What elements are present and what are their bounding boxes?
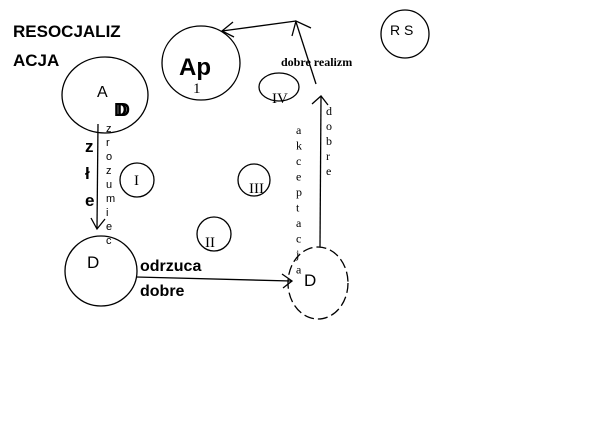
circle-a <box>61 56 149 134</box>
akceptacja-letter: c <box>296 154 301 168</box>
circle-d-right <box>287 246 349 320</box>
label-dobre-vertical: dobre <box>326 104 332 178</box>
label-dobre: dobre <box>140 283 185 300</box>
zrozumienie-letter: c <box>106 235 112 247</box>
label-zle-vertical: złe <box>85 137 94 210</box>
arrow-top-to-ap <box>221 20 297 32</box>
akceptacja-letter: e <box>296 170 301 184</box>
zrozumienie-letter: r <box>106 137 110 149</box>
akceptacja-letter: j <box>295 247 299 261</box>
label-iii: III <box>249 181 264 197</box>
zle-letter: ł <box>85 164 90 183</box>
circle-ii <box>196 216 232 252</box>
label-i: I <box>134 173 139 189</box>
arrow-a-to-d-head <box>90 217 106 231</box>
circle-iii <box>237 163 271 197</box>
dobre-letter: o <box>326 119 332 133</box>
zle-letter: e <box>85 191 94 210</box>
label-dobre-realizm: dobre realizm <box>281 55 352 69</box>
arrow-d-to-d-head <box>281 273 294 289</box>
dobre-letter: b <box>326 134 332 148</box>
zle-letter: z <box>85 137 94 156</box>
label-ap-sub: 1 <box>193 81 201 97</box>
arrow-top-to-ap-head <box>220 21 235 38</box>
circle-rs <box>380 9 430 59</box>
label-d-right: D <box>304 271 316 290</box>
label-d-left: D <box>87 253 99 272</box>
circle-iv <box>258 72 300 102</box>
dobre-letter: d <box>326 104 332 118</box>
label-ap: Ap <box>179 54 211 81</box>
arrow-d-up-head <box>311 95 329 106</box>
akceptacja-letter: c <box>296 232 301 246</box>
arrow-d-to-d <box>135 276 292 282</box>
title-line2: ACJA <box>13 51 59 70</box>
dobre-letter: r <box>326 149 330 163</box>
akceptacja-letter: t <box>296 201 300 215</box>
title-line1: RESOCJALIZ <box>13 22 121 41</box>
zrozumienie-letter: u <box>106 179 112 191</box>
zrozumienie-letter: e <box>106 221 112 233</box>
circle-ap <box>161 25 241 101</box>
akceptacja-letter: a <box>296 263 302 277</box>
label-rs: R S <box>390 22 413 38</box>
dobre-letter: e <box>326 164 331 178</box>
label-a-d-shadow: D <box>117 100 130 120</box>
label-a-d: D <box>114 100 127 120</box>
zrozumienie-letter: z <box>106 165 112 177</box>
zrozumienie-letter: o <box>106 151 112 163</box>
arrow-a-to-d <box>96 123 99 229</box>
akceptacja-letter: k <box>296 139 302 153</box>
akceptacja-letter: a <box>296 123 302 137</box>
arrow-d-up <box>319 96 322 248</box>
akceptacja-letter: p <box>296 185 302 199</box>
arrow-up-to-top-head <box>291 20 312 37</box>
label-iv: IV <box>272 91 288 107</box>
circle-i <box>119 162 155 198</box>
circle-d-left <box>64 235 138 307</box>
zrozumienie-letter: z <box>106 123 112 135</box>
label-ii: II <box>205 235 215 251</box>
label-a: A <box>97 84 108 101</box>
akceptacja-letter: a <box>296 216 302 230</box>
arrow-up-to-top <box>295 21 317 85</box>
zrozumienie-letter: m <box>106 193 115 205</box>
zrozumienie-letter: i <box>106 207 108 219</box>
label-odrzuca: odrzuca <box>140 258 201 275</box>
